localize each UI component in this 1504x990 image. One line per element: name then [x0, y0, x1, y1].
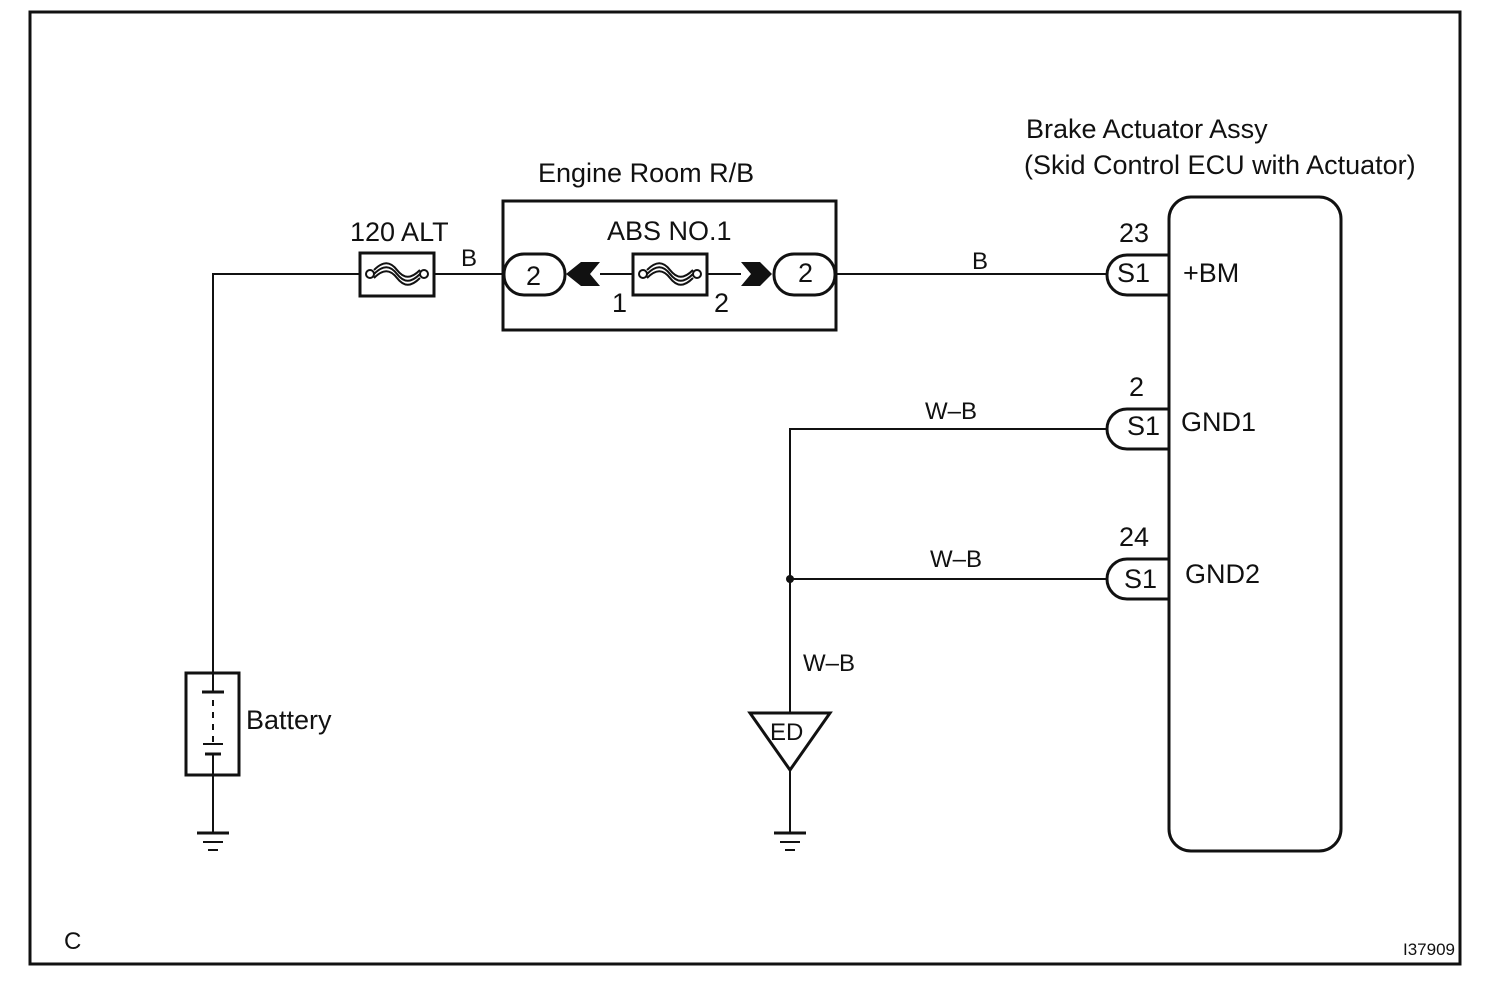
wire-rb-to-ecu-color: B [972, 248, 988, 275]
battery-symbol [184, 671, 241, 777]
pin-name: GND1 [1181, 407, 1256, 437]
pin-connector: S1 [1105, 253, 1169, 297]
pin-connector-label: S1 [1127, 411, 1160, 441]
rb-connector-right-number: 2 [798, 258, 813, 288]
rb-connector-left-number: 2 [526, 261, 541, 291]
fuse-120alt-icon [358, 251, 436, 298]
fuse-pin-in: 1 [612, 288, 627, 318]
pin-connector: S1 [1105, 557, 1169, 601]
fuse-abs-no1-label: ABS NO.1 [607, 216, 732, 246]
pin-number: 24 [1119, 522, 1149, 552]
pin-number: 23 [1119, 218, 1149, 248]
battery-feed-wire [212, 273, 360, 832]
connector-arrow-left-icon [566, 262, 600, 286]
ground-point-icon: ED [747, 711, 833, 773]
figure-id: I37909 [1403, 940, 1455, 959]
pin-name: GND2 [1185, 559, 1260, 589]
pin-connector-label: S1 [1117, 258, 1150, 288]
rb-connector-left: 2 [502, 252, 567, 297]
pin-number: 2 [1129, 372, 1144, 402]
diagram-frame [28, 10, 1462, 966]
connector-arrow-right-icon [741, 262, 772, 286]
wire-alt-to-rb-color: B [461, 245, 477, 272]
corner-letter: C [64, 928, 81, 955]
battery-ground-icon [197, 831, 229, 851]
fuse-120alt-label: 120 ALT [350, 217, 449, 247]
wire-gnd2-color: W–B [930, 546, 982, 573]
battery-label: Battery [246, 705, 332, 735]
wire-gnd1-color: W–B [925, 398, 977, 425]
rb-connector-right: 2 [772, 252, 837, 297]
ecu-title-line2: (Skid Control ECU with Actuator) [1024, 150, 1416, 180]
ground-point-label: ED [770, 719, 803, 746]
fuse-abs-no1-icon [631, 252, 709, 297]
pin-connector: S1 [1105, 407, 1169, 451]
fuse-pin-out: 2 [714, 288, 729, 318]
wire-to-ground-color: W–B [803, 650, 855, 677]
ecu-title-line1: Brake Actuator Assy [1026, 114, 1268, 144]
engine-room-rb-title: Engine Room R/B [538, 158, 754, 188]
body-ground-icon [774, 831, 806, 851]
pin-connector-label: S1 [1124, 564, 1157, 594]
pin-name: +BM [1183, 258, 1239, 288]
ecu-box [1167, 195, 1343, 853]
splice-point [786, 575, 794, 583]
ground-wires [789, 428, 1107, 832]
engine-room-rb-box [501, 199, 838, 332]
